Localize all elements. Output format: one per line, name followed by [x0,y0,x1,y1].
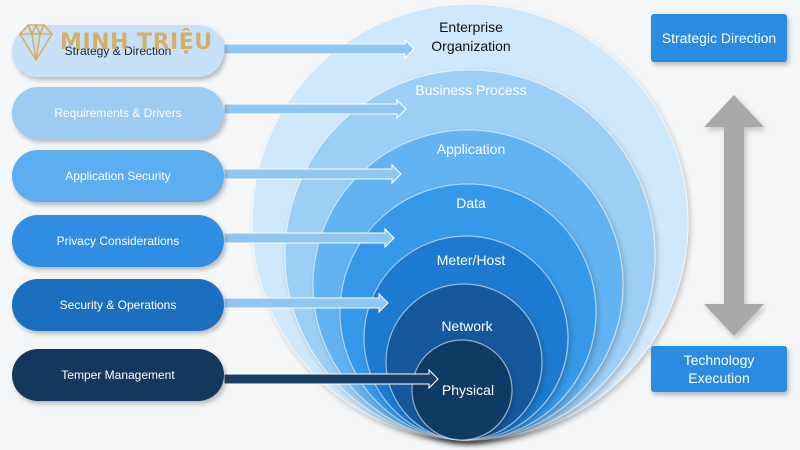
connector-arrow-2 [223,163,402,185]
layer-label-1: Business Process [415,82,526,98]
pill-application-security: Application Security [12,150,224,202]
pill-privacy-considerations: Privacy Considerations [12,215,224,267]
diamond-logo-icon [19,24,53,61]
pill-label: Application Security [65,169,171,183]
layer-label-3: Data [456,195,486,211]
pill-temper-management: Temper Management [12,349,224,401]
connector-arrow-4 [223,292,389,314]
layer-label-6: Physical [442,382,494,398]
layer-label-4: Meter/Host [437,252,506,268]
layer-label-2: Application [437,141,506,157]
pill-label: Privacy Considerations [56,234,180,248]
pill-label: Requirements & Drivers [54,106,182,120]
pill-label: Security & Operations [59,298,177,312]
pill-security-operations: Security & Operations [12,279,224,331]
logo-text: MINH TRIỆU [60,29,213,55]
pill-label: Strategy & Direction [64,44,172,58]
layer-circle-6 [411,339,513,441]
brand-logo: MINH TRIỆU [12,20,213,64]
connector-arrows-group [223,38,439,390]
vertical-arrow-shape [704,95,764,336]
double-headed-vertical-arrow-icon [704,95,764,336]
layer-label-5: Network [441,318,493,334]
technology-execution-box: Technology Execution [651,346,787,392]
connector-arrow-0 [223,38,415,60]
connector-arrow-1 [223,98,407,120]
strategic-direction-label: Strategic Direction [661,30,777,46]
strategic-direction-box: Strategic Direction [651,14,787,62]
pill-requirements-drivers: Requirements & Drivers [12,87,224,139]
connector-arrow-3 [223,227,395,249]
connector-arrow-5 [223,368,439,390]
technology-execution-label: Technology Execution [683,352,755,386]
pill-label: Temper Management [61,368,175,382]
